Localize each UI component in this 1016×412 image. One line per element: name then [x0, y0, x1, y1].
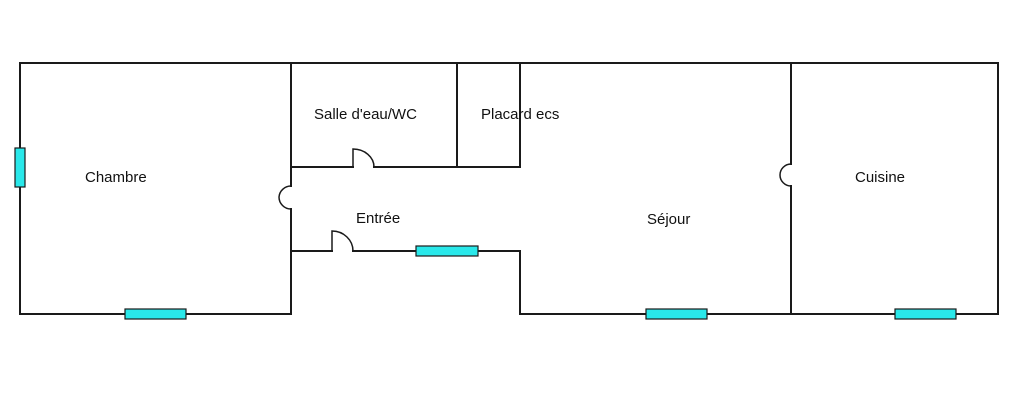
window-chambre-left: [14, 147, 26, 188]
label-sejour: Séjour: [647, 211, 690, 228]
label-entree: Entrée: [356, 210, 400, 227]
door-chambre: [278, 185, 292, 210]
door-salle-eau: [352, 148, 375, 168]
label-salle-eau: Salle d'eau/WC: [314, 106, 417, 123]
label-chambre: Chambre: [85, 169, 147, 186]
label-cuisine: Cuisine: [855, 169, 905, 186]
window-entree: [415, 245, 479, 257]
door-cuisine: [779, 163, 792, 187]
window-chambre-bottom: [124, 308, 187, 320]
label-placard: Placard ecs: [481, 106, 559, 123]
window-cuisine: [894, 308, 957, 320]
door-entree: [331, 230, 354, 252]
window-sejour: [645, 308, 708, 320]
